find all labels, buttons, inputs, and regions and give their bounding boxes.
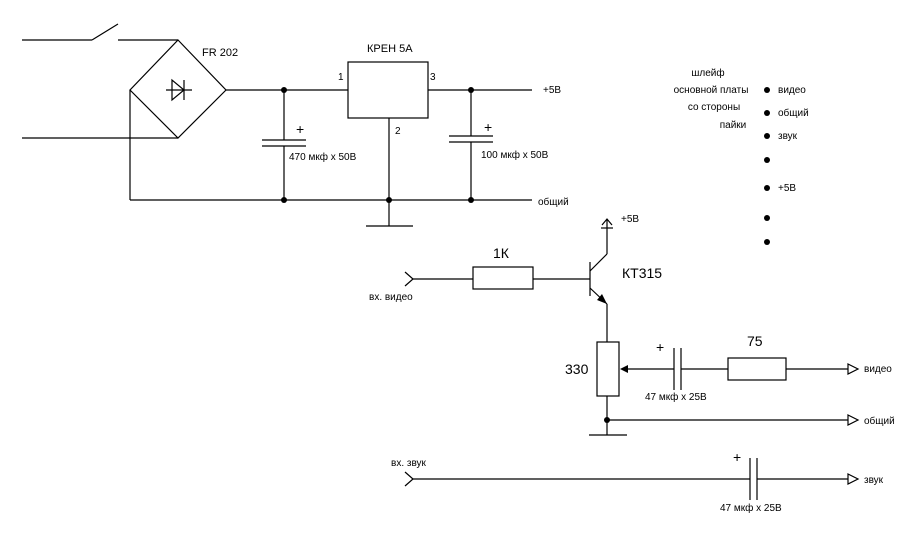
c4-plus: +: [733, 449, 741, 465]
video-common-junction: [604, 417, 610, 423]
connector-note-1: шлейф: [691, 67, 724, 79]
r1-label: 1К: [493, 245, 510, 261]
plus5-transistor-label: +5В: [621, 214, 639, 225]
plus5-top-label: +5В: [543, 85, 561, 96]
c2-plus: +: [484, 119, 492, 135]
r-out-label: 75: [747, 333, 763, 349]
regulator-box: [347, 61, 429, 119]
c2-label: 100 мкф x 50В: [481, 149, 549, 161]
c1-plus: +: [296, 121, 304, 137]
regulator-pin2: 2: [395, 126, 401, 137]
connector-pin-common: общий: [778, 107, 809, 119]
common-out-label: общий: [864, 415, 895, 427]
regulator-pin1: 1: [338, 72, 344, 83]
power-wires: [22, 23, 532, 227]
video-out-label: видео: [864, 364, 892, 375]
connector-note-4: пайки: [720, 120, 747, 131]
c1-label: 470 мкф x 50В: [289, 151, 357, 163]
connector-pins: [764, 87, 770, 245]
video-input-label: вх. видео: [369, 292, 413, 303]
regulator-pin3: 3: [430, 72, 436, 83]
common-top-label: общий: [538, 196, 569, 208]
bridge-label: FR 202: [202, 47, 238, 59]
connector-note-2: основной платы: [674, 85, 749, 96]
capacitor-c2: [449, 135, 493, 143]
video-wires: [404, 218, 860, 436]
c3-label: 47 мкф x 25В: [645, 391, 707, 403]
connector-note-3: со стороны: [688, 102, 740, 113]
connector-pin-sound: звук: [778, 131, 798, 142]
audio-input-label: вх. звук: [391, 458, 427, 469]
connector-pin-plus5: +5В: [778, 183, 796, 194]
regulator-label: КРЕН 5А: [367, 43, 413, 55]
power-junctions: [281, 87, 474, 203]
c3-plus: +: [656, 339, 664, 355]
audio-out-label: звук: [864, 475, 884, 486]
audio-wires: [404, 458, 860, 500]
c4-label: 47 мкф x 25В: [720, 502, 782, 514]
transistor-label: КТ315: [622, 265, 662, 281]
bridge-rectifier: [129, 39, 227, 139]
capacitor-c1: [262, 139, 306, 147]
pot-label: 330: [565, 361, 589, 377]
connector-pin-video: видео: [778, 85, 806, 96]
